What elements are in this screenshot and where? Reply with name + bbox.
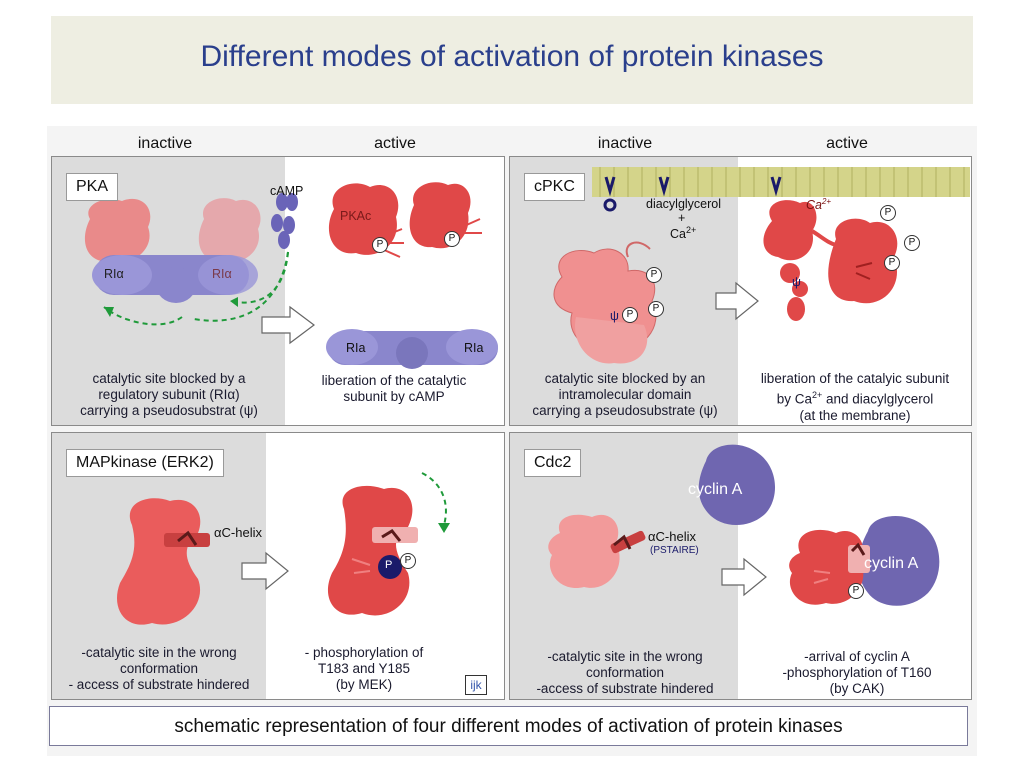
phospho-marker: P <box>648 301 664 317</box>
cdc2-panel: Cdc2 cyclin A cyclin A αC-helix (PSTAIRE… <box>509 432 972 700</box>
dag-plus: + <box>678 211 686 225</box>
cpkc-illustration <box>553 167 970 364</box>
cpkc-c1-domain <box>763 200 817 261</box>
phospho-marker: P <box>880 205 896 221</box>
header-left-inactive: inactive <box>137 135 193 152</box>
cyclin-a-bound-label: cyclin A <box>864 555 919 572</box>
cpkc-transition-arrow <box>715 281 759 321</box>
cdc2-inactive <box>548 514 620 589</box>
membrane <box>592 167 970 197</box>
phospho-marker: P <box>400 553 416 569</box>
cpkc-active-caption: liberation of the catalyic subunit by Ca… <box>760 371 950 423</box>
mapk-active-caption: - phosphorylation of T183 and Y185 (by M… <box>304 645 424 692</box>
pstaire-label: (PSTAIRE) <box>650 545 699 556</box>
pka-illustration <box>84 182 498 369</box>
pka-panel: PKA cAMP PKAc P P RIα RIα RIa RIa cataly… <box>51 156 505 426</box>
phospho-marker: P <box>646 267 662 283</box>
cdc2-transition-arrow <box>721 557 767 597</box>
camp-path-arrow-1 <box>193 251 289 322</box>
title-banner: Different modes of activation of protein… <box>51 16 973 104</box>
mapk-helix-label: αC-helix <box>214 525 262 540</box>
phospho-marker-dark: P <box>385 559 393 571</box>
cpkc-catalytic-domain <box>828 218 898 304</box>
dag-label: diacylglycerol <box>646 197 722 211</box>
cdc2-inactive-region <box>510 433 738 699</box>
erk2-inactive <box>116 498 201 625</box>
cdc2-active-caption: -arrival of cyclin A -phosphorylation of… <box>782 649 932 696</box>
figure-caption: schematic representation of four differe… <box>174 716 843 737</box>
mapk-inactive-caption: -catalytic site in the wrong conformatio… <box>68 645 250 692</box>
ria-label-left: RIα <box>104 267 124 281</box>
pka-transition-arrow <box>261 305 315 345</box>
phospho-marker: P <box>904 235 920 251</box>
cpkc-panel: cPKC diacylglycerol + Ca2+ Ca2+ ψ P P P … <box>509 156 972 426</box>
mapk-panel: MAPkinase (ERK2) αC-helix P P -catalytic… <box>51 432 505 700</box>
cpkc-inactive-caption: catalytic site blocked by an intramolecu… <box>532 371 718 418</box>
phospho-marker: P <box>444 231 460 247</box>
cpkc-label: cPKC <box>524 173 585 201</box>
camp-label: cAMP <box>270 184 304 198</box>
pka-active-caption: liberation of the catalytic subunit by c… <box>321 373 467 404</box>
rla-label-b: RIa <box>464 341 484 355</box>
psi-marker: ψ <box>610 309 619 323</box>
mapk-illustration <box>116 472 450 625</box>
header-right-inactive: inactive <box>597 135 653 152</box>
figure: inactive active inactive active <box>47 126 977 756</box>
mapk-transition-arrow <box>241 551 289 591</box>
camp-path-arrow-3 <box>229 251 289 304</box>
header-left-active: active <box>374 135 416 152</box>
ca-membrane-label: Ca2+ <box>806 197 832 213</box>
camp-molecule <box>276 193 288 211</box>
erk2-active <box>327 485 413 616</box>
cyclin-a-free <box>698 444 776 525</box>
helix-rotation-arrow <box>421 472 447 526</box>
pka-free-catalytic-2 <box>409 182 471 249</box>
cdc2-inactive-caption: -catalytic site in the wrong conformatio… <box>536 649 714 696</box>
ca-label: Ca2+ <box>670 225 697 242</box>
ria-label-right: RIα <box>212 267 232 281</box>
cyclin-a-bound <box>858 516 940 606</box>
cdc2-active <box>789 529 864 605</box>
cdc2-illustration <box>548 444 940 606</box>
phospho-marker: P <box>622 307 638 323</box>
cdc2-label: Cdc2 <box>524 449 582 477</box>
pka-catalytic-subunit-right <box>198 198 261 263</box>
pka-inactive-caption: catalytic site blocked by a regulatory s… <box>80 371 258 418</box>
cyclin-a-label: cyclin A <box>688 481 743 498</box>
ijk-logo: ijk <box>465 675 487 695</box>
phospho-marker: P <box>372 237 388 253</box>
page-title: Different modes of activation of protein… <box>200 40 824 73</box>
mapk-label: MAPkinase (ERK2) <box>66 449 224 477</box>
pka-label: PKA <box>66 173 119 201</box>
camp-path-arrow-2 <box>103 306 183 326</box>
cdc2-helix-label: αC-helix <box>648 529 696 544</box>
header-right-active: active <box>826 135 868 152</box>
pkac-label: PKAc <box>340 209 372 223</box>
phospho-marker: P <box>848 583 864 599</box>
figure-caption-box: schematic representation of four differe… <box>49 706 968 746</box>
phospho-marker: P <box>884 255 900 271</box>
rla-label-a: RIa <box>346 341 366 355</box>
pka-catalytic-subunit-left <box>84 198 151 263</box>
psi-marker: ψ <box>792 275 801 289</box>
